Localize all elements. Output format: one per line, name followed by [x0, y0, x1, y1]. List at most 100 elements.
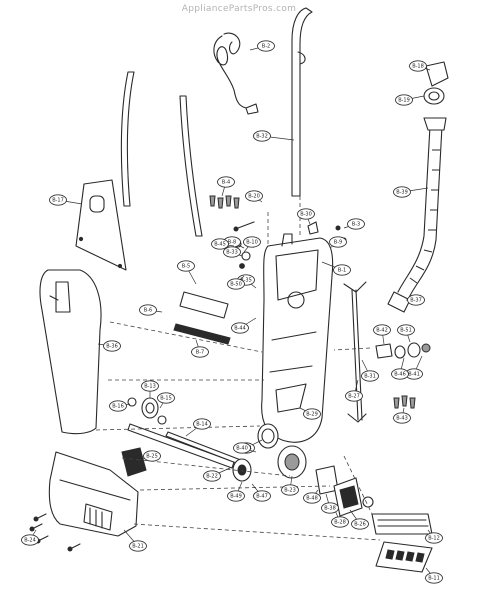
callout-bubble — [217, 176, 235, 188]
callout-b-15: B-15 — [157, 392, 175, 409]
callout-b-32: B-32 — [253, 130, 295, 142]
callout-label: B-24 — [24, 537, 36, 543]
callout-bubble — [253, 130, 271, 142]
bumper-strip-parts[interactable] — [120, 71, 203, 237]
callout-bubble — [333, 264, 351, 276]
callout-bubble — [393, 412, 411, 424]
callout-label: B-38 — [324, 505, 336, 511]
bag-cover-part[interactable] — [39, 269, 102, 435]
screws-cluster-part[interactable] — [209, 195, 240, 209]
screw-part[interactable] — [233, 221, 255, 232]
callout-label: B-3 — [352, 221, 360, 227]
callout-bubble — [345, 390, 363, 402]
callout-label: B-11 — [428, 575, 440, 581]
wheel-screws-part[interactable] — [393, 395, 416, 409]
callout-b-19: B-19 — [395, 94, 425, 106]
callout-bubble — [143, 450, 161, 462]
callout-b-23: B-23 — [281, 475, 299, 496]
callout-b-1: B-1 — [321, 261, 351, 276]
callout-b-36: B-36 — [97, 340, 121, 352]
callout-label: B-37 — [410, 297, 422, 303]
callout-bubble — [303, 408, 321, 420]
callout-b-49: B-49 — [227, 481, 245, 502]
power-cord-part[interactable] — [213, 32, 259, 115]
callout-b-20: B-20 — [245, 190, 263, 203]
callout-b-50: B-50 — [227, 275, 245, 290]
switch-parts[interactable] — [375, 342, 431, 359]
callout-b-24: B-24 — [21, 529, 39, 546]
callout-label: B-2 — [262, 43, 270, 49]
callout-label: B-33 — [226, 249, 238, 255]
callout-bubble — [373, 324, 391, 336]
callout-b-27: B-27 — [345, 379, 363, 402]
callout-bubble — [141, 380, 159, 392]
dust-bag-part[interactable] — [75, 179, 127, 271]
callout-label: B-29 — [306, 411, 318, 417]
callout-bubble — [347, 218, 365, 230]
callout-b-18: B-18 — [409, 60, 431, 72]
callout-bubble — [49, 194, 67, 206]
callout-bubble — [303, 492, 321, 504]
motor-part[interactable] — [232, 423, 339, 495]
callout-b-33: B-33 — [223, 246, 243, 258]
filter-frame-part[interactable] — [333, 477, 363, 517]
callout-bubble — [391, 368, 409, 380]
callout-bubble — [361, 370, 379, 382]
callout-bubble — [281, 484, 299, 496]
callout-b-26: B-26 — [349, 509, 369, 530]
callout-label: B-47 — [256, 493, 268, 499]
callout-b-4: B-4 — [217, 176, 235, 197]
callout-bubble — [157, 392, 175, 404]
callout-label: B-49 — [230, 493, 242, 499]
hose-part[interactable] — [387, 117, 447, 313]
filter-pad-part[interactable] — [121, 447, 147, 477]
callout-b-43: B-43 — [393, 407, 411, 424]
callout-b-9: B-9 — [329, 236, 347, 249]
base-screws-part[interactable] — [29, 513, 81, 552]
callout-label: B-26 — [354, 521, 366, 527]
callout-label: B-16 — [112, 403, 124, 409]
callout-b-29: B-29 — [299, 407, 321, 420]
callout-b-46: B-46 — [391, 357, 409, 380]
callout-b-39: B-39 — [393, 186, 429, 198]
assembly-lines — [95, 196, 381, 541]
agitator-end-caps-part[interactable] — [127, 397, 167, 425]
callout-bubble — [393, 186, 411, 198]
callout-label: B-6 — [144, 307, 152, 313]
brushroll-part[interactable] — [127, 423, 247, 469]
nozzle-base-part[interactable] — [48, 451, 139, 537]
callout-bubble — [257, 40, 275, 52]
callout-bubble — [139, 304, 157, 316]
callout-label: B-46 — [394, 371, 406, 377]
callout-label: B-14 — [196, 421, 208, 427]
callout-label: B-27 — [348, 393, 360, 399]
callout-bubble — [227, 490, 245, 502]
callout-bubble — [21, 534, 39, 546]
callout-b-5: B-5 — [177, 260, 197, 285]
callout-bubble — [321, 502, 339, 514]
hose-fitting-part[interactable] — [423, 61, 449, 105]
callout-bubble — [103, 340, 121, 352]
callout-bubble — [211, 238, 229, 250]
callout-b-3: B-3 — [343, 218, 365, 230]
callout-bubble — [243, 236, 261, 248]
callout-label: B-13 — [144, 383, 156, 389]
callout-bubble — [191, 346, 209, 358]
bracket-part[interactable] — [173, 291, 231, 345]
main-housing-part[interactable] — [261, 233, 334, 443]
callout-label: B-21 — [132, 543, 144, 549]
callout-b-10: B-10 — [243, 236, 261, 253]
callout-bubble — [397, 324, 415, 336]
callout-bubble — [193, 418, 211, 430]
callout-b-38: B-38 — [321, 493, 339, 514]
callout-bubble — [109, 400, 127, 412]
grill-part[interactable] — [375, 541, 433, 573]
callout-b-37: B-37 — [406, 294, 425, 306]
callout-label: B-23 — [284, 487, 296, 493]
exhaust-filter-part[interactable] — [362, 496, 433, 535]
callout-bubble — [227, 278, 245, 290]
callout-label: B-36 — [106, 343, 118, 349]
handle-tube-part[interactable] — [291, 7, 313, 197]
callout-b-11: B-11 — [425, 567, 443, 584]
callout-b-25: B-25 — [139, 450, 161, 462]
